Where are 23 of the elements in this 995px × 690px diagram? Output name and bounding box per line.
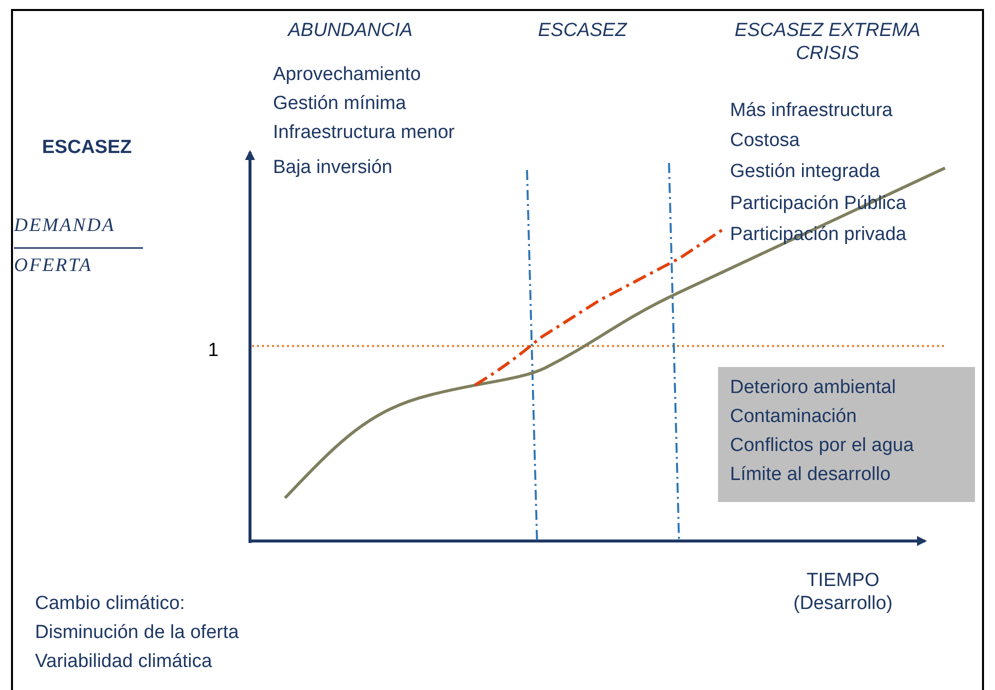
note-text: Variabilidad climática <box>35 651 212 674</box>
axis-label: TIEMPO (Desarrollo) <box>792 570 894 616</box>
bullet-text: Deterioro ambiental <box>730 376 897 400</box>
tick-label: 1 <box>208 340 219 363</box>
bullet-text: Conflictos por el agua <box>730 434 915 458</box>
axis-label: ESCASEZ <box>42 137 132 160</box>
note-text: Disminución de la oferta <box>35 622 239 645</box>
bullet-text: Baja inversión <box>273 157 392 180</box>
bullet-text: Contaminación <box>730 405 858 429</box>
consequence-box <box>718 367 975 502</box>
numerator-text: DEMANDA <box>14 215 116 238</box>
bullet-text: Aprovechamiento <box>273 64 421 87</box>
column-heading: ESCASEZ EXTREMA CRISIS <box>734 20 922 66</box>
denominator-text: OFERTA <box>14 255 92 278</box>
bullet-text: Infraestructura menor <box>273 122 455 145</box>
note-text: Cambio climático: <box>35 593 185 616</box>
column-heading: ESCASEZ <box>538 20 627 43</box>
bullet-text: Gestión mínima <box>273 93 406 116</box>
bullet-text: Más infraestructura <box>730 100 893 123</box>
bullet-text: Gestión integrada <box>730 161 880 184</box>
bullet-text: Límite al desarrollo <box>730 463 892 487</box>
column-heading: ABUNDANCIA <box>288 20 413 43</box>
bullet-text: Costosa <box>730 130 800 153</box>
